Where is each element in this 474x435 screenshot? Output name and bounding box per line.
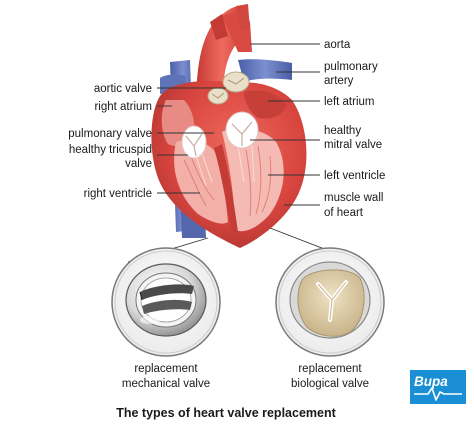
label-healthy-tricuspid-valve-line2: valve bbox=[125, 158, 152, 170]
caption-biological-line2: biological valve bbox=[291, 378, 369, 390]
biological-valve-image bbox=[275, 247, 385, 357]
label-left-atrium: left atrium bbox=[324, 96, 375, 108]
bupa-logo: Bupa bbox=[410, 370, 466, 404]
pulmonary-artery-vessel bbox=[238, 59, 292, 82]
label-healthy-tricuspid-valve-line1: healthy tricuspid bbox=[69, 144, 152, 156]
logo-text: Bupa bbox=[414, 374, 448, 389]
label-right-atrium: right atrium bbox=[94, 101, 152, 113]
tricuspid-valve bbox=[181, 125, 207, 159]
mechanical-valve-image bbox=[111, 247, 221, 357]
leader-lines bbox=[127, 43, 359, 263]
caption-mechanical-line1: replacement bbox=[134, 363, 198, 375]
heart-illustration bbox=[151, 4, 307, 248]
aortic-valve-illustration bbox=[222, 71, 250, 93]
right-ventricle-chamber bbox=[174, 140, 228, 224]
caption-mechanical-line2: mechanical valve bbox=[122, 378, 210, 390]
label-right-ventricle: right ventricle bbox=[84, 188, 152, 200]
pulmonary-valve-illustration bbox=[207, 87, 229, 105]
left-atrium-chamber bbox=[244, 90, 286, 119]
heartbeat-icon bbox=[414, 387, 462, 401]
label-pulmonary-artery-line1: pulmonary bbox=[324, 61, 378, 73]
label-pulmonary-artery-line2: artery bbox=[324, 75, 354, 87]
label-muscle-wall-line2: of heart bbox=[324, 207, 364, 219]
label-muscle-wall-line1: muscle wall bbox=[324, 192, 383, 204]
diagram-title: The types of heart valve replacement bbox=[116, 406, 336, 420]
label-aorta: aorta bbox=[324, 39, 351, 51]
left-ventricle-chamber bbox=[222, 128, 284, 232]
mitral-valve bbox=[225, 111, 259, 149]
caption-biological-line1: replacement bbox=[298, 363, 362, 375]
label-healthy-mitral-valve-line2: mitral valve bbox=[324, 139, 382, 151]
label-healthy-mitral-valve-line1: healthy bbox=[324, 125, 361, 137]
label-aortic-valve: aortic valve bbox=[94, 83, 152, 95]
septum bbox=[214, 144, 238, 232]
label-left-ventricle: left ventricle bbox=[324, 170, 385, 182]
label-pulmonary-valve: pulmonary valve bbox=[68, 128, 152, 140]
